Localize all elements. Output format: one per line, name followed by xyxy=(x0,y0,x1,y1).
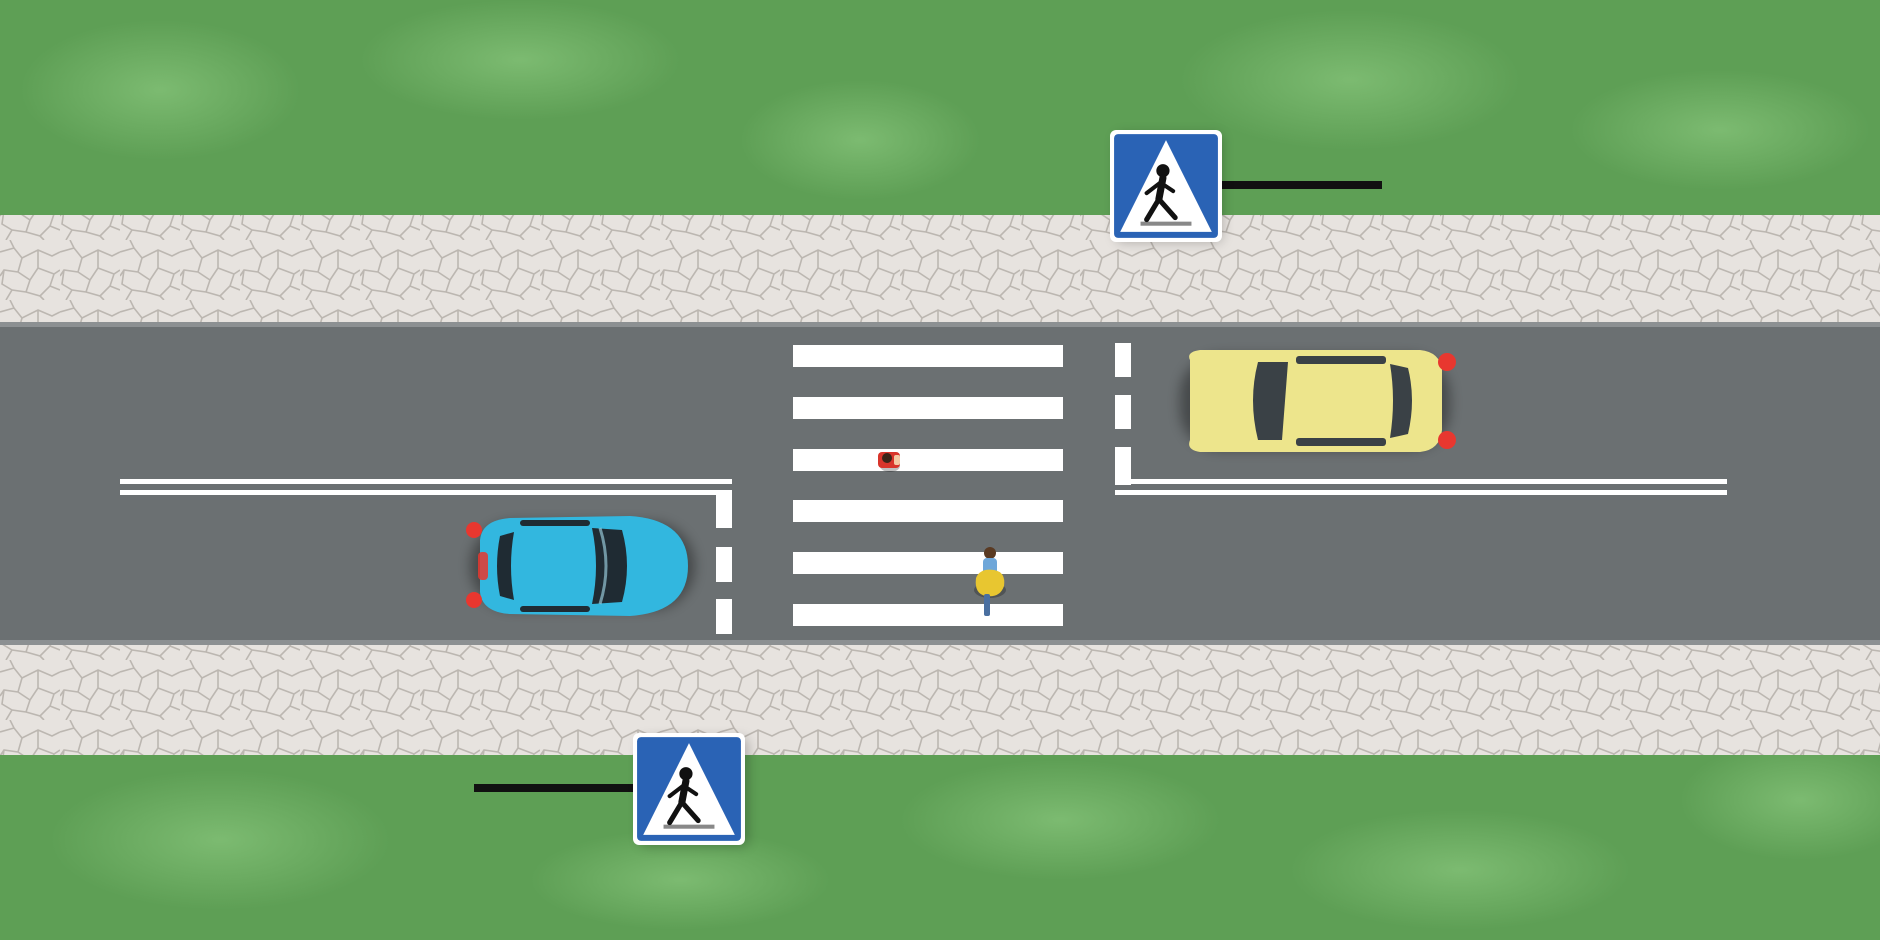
sign-pole-bottom xyxy=(474,784,636,792)
grass-top xyxy=(0,0,1880,215)
stop-line-left-dash xyxy=(716,490,732,528)
crosswalk-stripe xyxy=(793,552,1063,574)
grass-bottom xyxy=(0,740,1880,940)
stop-line-right-dash xyxy=(1115,343,1131,377)
sidewalk-top xyxy=(0,215,1880,325)
crosswalk xyxy=(793,345,1063,626)
crosswalk-stripe xyxy=(793,604,1063,626)
stop-line-left-dash xyxy=(716,547,732,582)
crosswalk-stripe xyxy=(793,500,1063,522)
pedestrian-crossing-sign-icon xyxy=(633,733,748,846)
stop-line-left-dash xyxy=(716,599,732,634)
pedestrian-crossing-sign-icon xyxy=(1110,130,1222,242)
yellow-car-icon xyxy=(1180,350,1456,452)
center-line-right-lower xyxy=(1115,490,1727,495)
child-pedestrian-icon xyxy=(878,452,900,472)
stop-line-right-dash xyxy=(1115,395,1131,429)
center-line-right-upper xyxy=(1115,479,1727,484)
crosswalk-stripe xyxy=(793,397,1063,419)
blue-car-icon xyxy=(466,516,695,616)
sidewalk-bottom xyxy=(0,645,1880,755)
center-line-left-upper xyxy=(120,479,732,484)
sign-pole-top xyxy=(1220,181,1382,189)
crosswalk-stripe xyxy=(793,449,1063,471)
stop-line-right-dash xyxy=(1115,447,1131,485)
crosswalk-stripe xyxy=(793,345,1063,367)
lane-markings xyxy=(120,343,1727,634)
pedestrian-icon xyxy=(974,547,1006,616)
road xyxy=(0,322,1880,645)
center-line-left-lower xyxy=(120,490,732,495)
